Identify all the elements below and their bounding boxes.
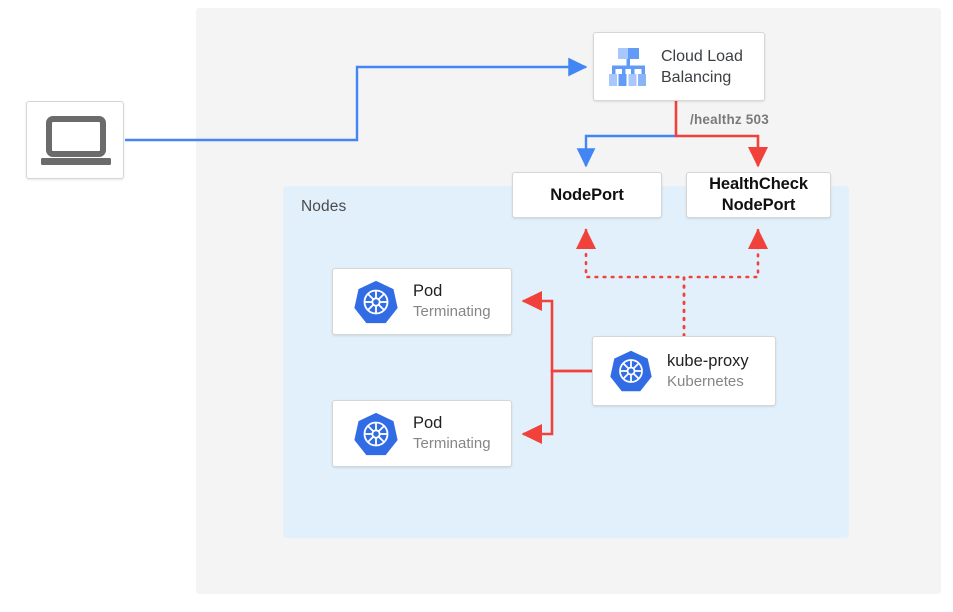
cloud-load-balancing-node[interactable]: Cloud Load Balancing bbox=[593, 32, 765, 101]
pod-two-label: Pod Terminating bbox=[413, 413, 491, 454]
pod-node-two[interactable]: Pod Terminating bbox=[332, 400, 512, 467]
client-node[interactable] bbox=[26, 101, 124, 179]
pod-node-one[interactable]: Pod Terminating bbox=[332, 268, 512, 335]
pod-two-title: Pod bbox=[413, 414, 443, 432]
kubernetes-icon bbox=[354, 412, 398, 455]
kubernetes-icon bbox=[610, 350, 652, 392]
cloud-load-balancing-label: Cloud Load Balancing bbox=[661, 46, 743, 88]
pod-one-label: Pod Terminating bbox=[413, 281, 491, 322]
lb-title-line2: Balancing bbox=[661, 68, 732, 86]
pod-two-subtitle: Terminating bbox=[413, 435, 491, 452]
laptop-icon bbox=[41, 116, 111, 165]
kubernetes-icon bbox=[354, 280, 398, 323]
healthcheck-nodeport-label: HealthCheck NodePort bbox=[709, 174, 808, 216]
kube-proxy-title: kube-proxy bbox=[667, 351, 749, 370]
kube-proxy-subtitle: Kubernetes bbox=[667, 372, 744, 390]
pod-one-subtitle: Terminating bbox=[413, 303, 491, 320]
lb-title-line1: Cloud Load bbox=[661, 47, 743, 65]
nodeport-label: NodePort bbox=[550, 185, 624, 204]
cloud-load-balancing-icon bbox=[609, 47, 646, 86]
healthcheck-label-line2: NodePort bbox=[721, 196, 796, 214]
kube-proxy-node[interactable]: kube-proxy Kubernetes bbox=[592, 336, 776, 406]
nodes-region-label: Nodes bbox=[301, 198, 347, 215]
healthcheck-label-line1: HealthCheck bbox=[709, 175, 808, 193]
healthcheck-nodeport-node[interactable]: HealthCheck NodePort bbox=[686, 172, 831, 218]
nodeport-node[interactable]: NodePort bbox=[512, 172, 662, 218]
kube-proxy-label: kube-proxy Kubernetes bbox=[667, 351, 749, 392]
pod-one-title: Pod bbox=[413, 282, 443, 300]
healthz-edge-label: /healthz 503 bbox=[690, 112, 769, 127]
